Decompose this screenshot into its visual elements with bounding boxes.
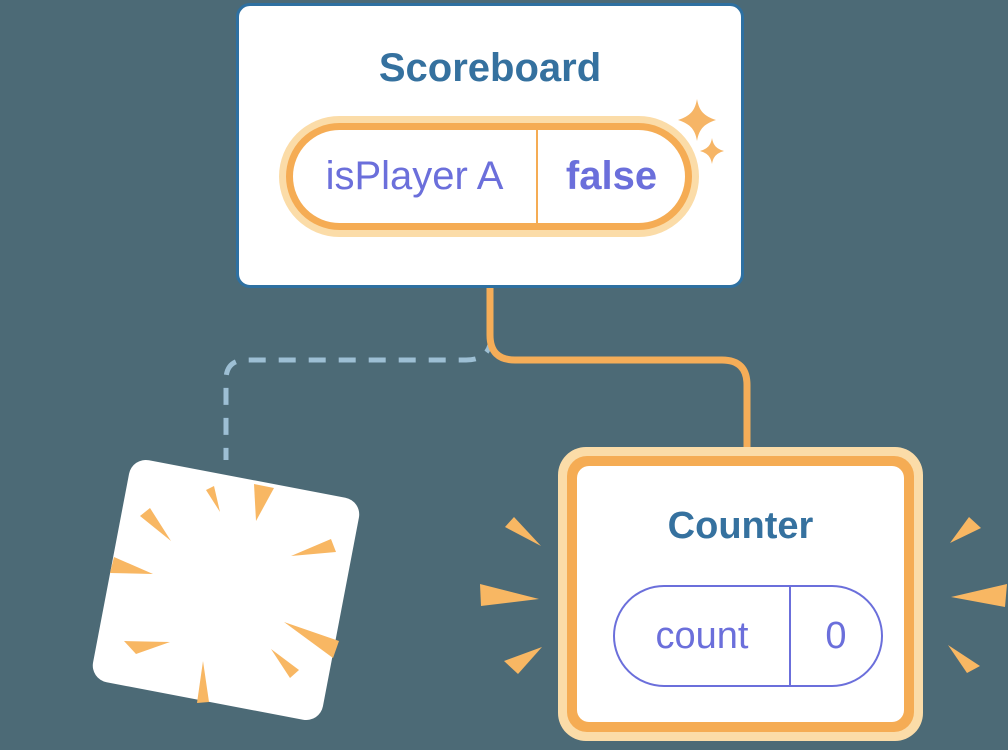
connector-line bbox=[486, 283, 751, 470]
scoreboard-title: Scoreboard bbox=[378, 46, 602, 90]
emphasis-marks-left-icon bbox=[480, 517, 542, 674]
counter-state-pill: count 0 bbox=[613, 585, 883, 687]
state-value: false bbox=[565, 154, 658, 198]
pill-divider bbox=[789, 587, 791, 685]
counter-card: Counter count 0 bbox=[558, 447, 923, 741]
counter-title: Counter bbox=[667, 505, 814, 547]
scoreboard-card: Scoreboard isPlayer A false bbox=[236, 3, 744, 288]
state-value: 0 bbox=[825, 614, 847, 657]
emphasis-marks-right-icon bbox=[948, 517, 1007, 673]
dashed-connector-line bbox=[223, 335, 494, 460]
poof-burst-icon bbox=[110, 484, 339, 703]
state-name: count bbox=[655, 614, 749, 657]
destroyed-card bbox=[92, 459, 360, 721]
pill-divider bbox=[536, 130, 538, 223]
sparkles-icon bbox=[678, 99, 724, 164]
state-name: isPlayer A bbox=[325, 154, 504, 198]
state-pill-border: isPlayer A false bbox=[286, 123, 692, 230]
scoreboard-state-pill: isPlayer A false bbox=[279, 116, 699, 237]
